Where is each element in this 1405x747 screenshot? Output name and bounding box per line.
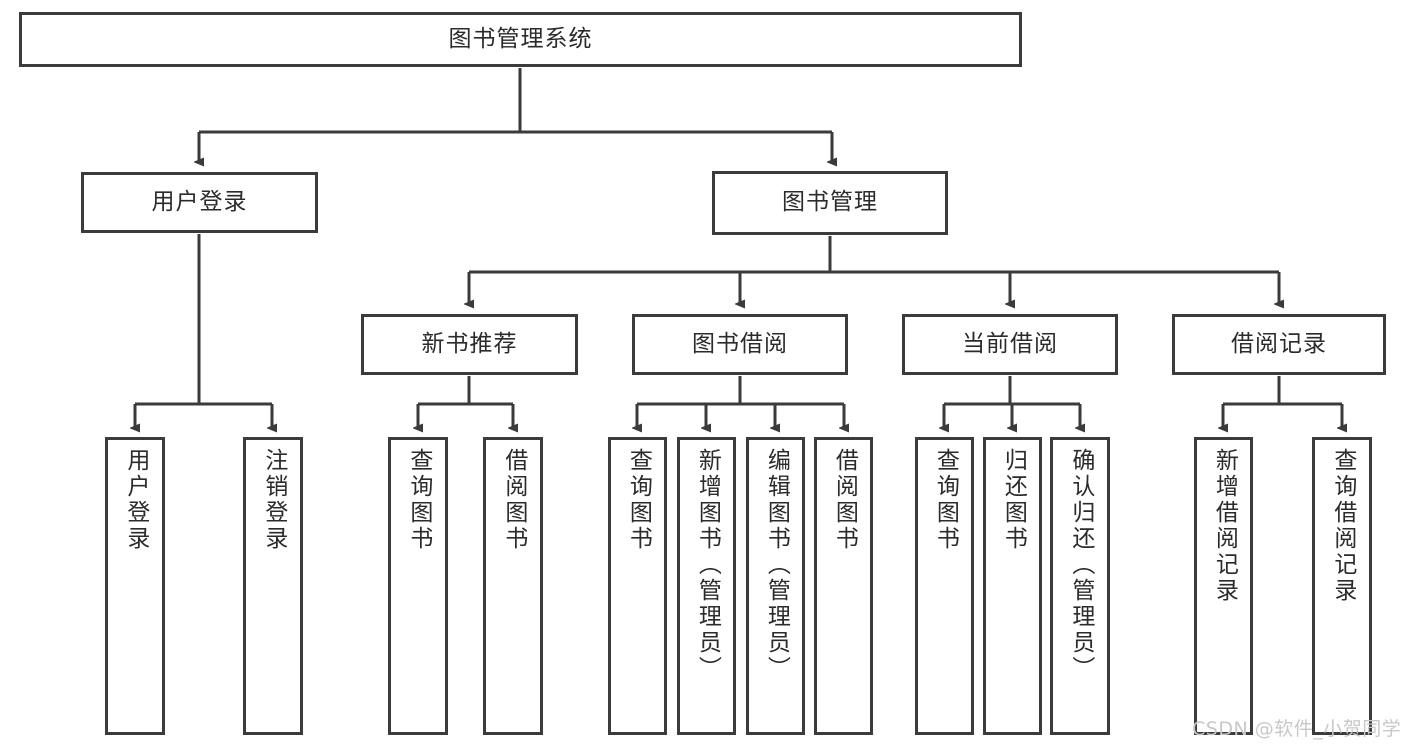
leaf-borrow-edit-book[interactable]: 编辑图书（管理员） bbox=[746, 437, 805, 735]
leaf-current-confirm-return-label: 确认归还（管理员） bbox=[1067, 448, 1094, 682]
leaf-current-query-book-label: 查询图书 bbox=[932, 448, 959, 552]
leaf-new-book-query-label: 查询图书 bbox=[405, 448, 432, 552]
watermark: CSDN @软件_小贺同学 bbox=[1192, 718, 1402, 740]
leaf-borrow-borrow-book-label: 借阅图书 bbox=[831, 448, 858, 552]
leaf-record-query-label: 查询借阅记录 bbox=[1329, 448, 1356, 604]
leaf-current-confirm-return[interactable]: 确认归还（管理员） bbox=[1050, 437, 1110, 735]
node-book-management-label: 图书管理 bbox=[782, 189, 878, 216]
leaf-record-add[interactable]: 新增借阅记录 bbox=[1194, 437, 1253, 735]
node-borrow-record[interactable]: 借阅记录 bbox=[1172, 314, 1386, 375]
node-borrow-record-label: 借阅记录 bbox=[1231, 330, 1327, 357]
leaf-current-return-book-label: 归还图书 bbox=[1000, 448, 1027, 552]
leaf-user-login-login[interactable]: 用户登录 bbox=[105, 437, 165, 735]
node-book-borrow[interactable]: 图书借阅 bbox=[632, 314, 848, 375]
node-current-borrow-label: 当前借阅 bbox=[962, 330, 1058, 357]
node-current-borrow[interactable]: 当前借阅 bbox=[902, 314, 1118, 375]
node-new-book-recommend-label: 新书推荐 bbox=[421, 330, 518, 357]
leaf-borrow-borrow-book[interactable]: 借阅图书 bbox=[814, 437, 873, 735]
leaf-borrow-add-book[interactable]: 新增图书（管理员） bbox=[677, 437, 736, 735]
leaf-new-book-borrow-label: 借阅图书 bbox=[500, 448, 527, 552]
leaf-new-book-query[interactable]: 查询图书 bbox=[388, 437, 448, 735]
leaf-user-login-login-label: 用户登录 bbox=[122, 448, 149, 552]
leaf-borrow-query-book[interactable]: 查询图书 bbox=[608, 437, 667, 735]
leaf-borrow-add-book-label: 新增图书（管理员） bbox=[694, 448, 721, 682]
node-root-label: 图书管理系统 bbox=[448, 25, 593, 52]
node-book-management[interactable]: 图书管理 bbox=[712, 171, 948, 235]
leaf-user-login-logout[interactable]: 注销登录 bbox=[243, 437, 303, 735]
leaf-current-return-book[interactable]: 归还图书 bbox=[983, 437, 1042, 735]
leaf-current-query-book[interactable]: 查询图书 bbox=[915, 437, 974, 735]
leaf-record-add-label: 新增借阅记录 bbox=[1211, 448, 1238, 604]
node-root[interactable]: 图书管理系统 bbox=[19, 12, 1022, 67]
leaf-record-query[interactable]: 查询借阅记录 bbox=[1312, 437, 1372, 735]
leaf-user-login-logout-label: 注销登录 bbox=[260, 448, 287, 552]
node-book-borrow-label: 图书借阅 bbox=[692, 330, 788, 357]
leaf-borrow-query-book-label: 查询图书 bbox=[625, 448, 652, 552]
node-user-login[interactable]: 用户登录 bbox=[81, 172, 318, 233]
leaf-borrow-edit-book-label: 编辑图书（管理员） bbox=[763, 448, 790, 682]
node-user-login-label: 用户登录 bbox=[151, 188, 248, 215]
leaf-new-book-borrow[interactable]: 借阅图书 bbox=[483, 437, 543, 735]
node-new-book-recommend[interactable]: 新书推荐 bbox=[361, 314, 578, 375]
